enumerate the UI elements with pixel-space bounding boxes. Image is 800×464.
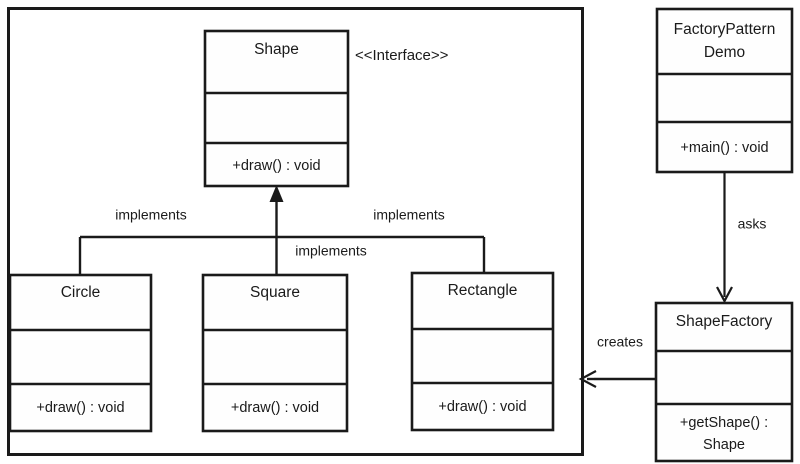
creates-label: creates [597, 334, 643, 350]
asks-arrowhead-icon [716, 286, 733, 304]
demo-box-outline [655, 7, 794, 174]
rectangle-box-outline [410, 271, 555, 432]
class-box-factory-pattern-demo[interactable]: FactoryPattern Demo +main() : void [655, 7, 794, 174]
class-box-shape-factory[interactable]: ShapeFactory +getShape() : Shape [654, 301, 794, 463]
shape-method: +draw() : void [232, 158, 320, 174]
creates-arrowhead-icon [578, 370, 597, 388]
asks-label: asks [738, 216, 767, 232]
class-box-shape[interactable]: Shape +draw() : void [203, 29, 350, 188]
factory-class-name: ShapeFactory [676, 313, 773, 330]
circle-class-name: Circle [61, 284, 101, 301]
square-box-outline [201, 273, 349, 433]
class-box-square[interactable]: Square +draw() : void [201, 273, 349, 433]
factory-method-line2: Shape [703, 437, 745, 453]
generalization-arrowhead-icon [269, 185, 284, 202]
class-box-circle[interactable]: Circle +draw() : void [8, 273, 153, 433]
circle-box-outline [8, 273, 153, 433]
shape-class-name: Shape [254, 41, 299, 58]
factory-box-outline [654, 301, 794, 463]
implements-label-center: implements [295, 243, 367, 259]
product-hierarchy-container [7, 7, 584, 456]
factory-method-line1: +getShape() : [680, 415, 768, 431]
rectangle-class-name: Rectangle [448, 282, 518, 299]
interface-stereotype-label: <<Interface>> [355, 47, 449, 64]
rectangle-method: +draw() : void [438, 399, 526, 415]
implements-label-left: implements [115, 207, 187, 223]
demo-class-name-line1: FactoryPattern [674, 21, 776, 38]
square-method: +draw() : void [231, 400, 319, 416]
circle-method: +draw() : void [36, 400, 124, 416]
square-class-name: Square [250, 284, 300, 301]
demo-method: +main() : void [680, 140, 768, 156]
demo-class-name-line2: Demo [704, 44, 745, 61]
class-box-rectangle[interactable]: Rectangle +draw() : void [410, 271, 555, 432]
implements-label-right: implements [373, 207, 445, 223]
